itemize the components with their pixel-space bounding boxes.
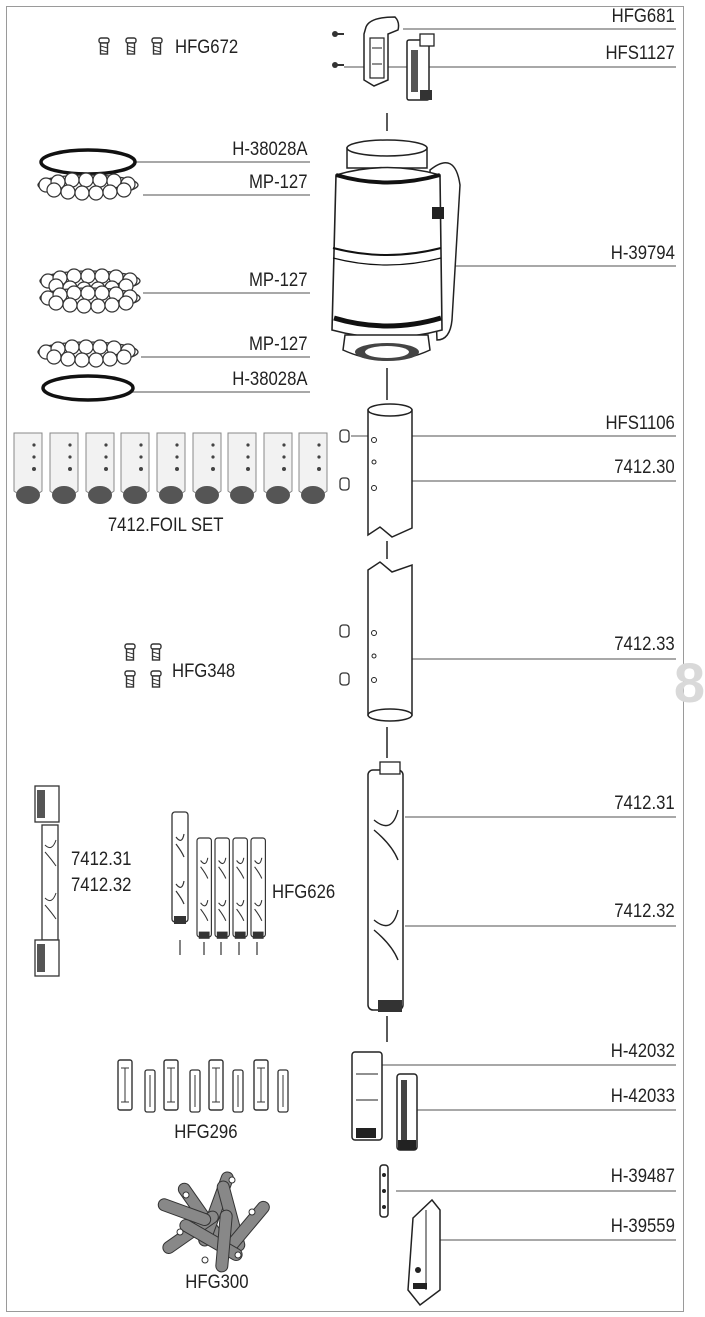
label-741231-left: 7412.31 [71,849,132,870]
h39487-part [379,1164,389,1218]
label-h38028a-bottom: H-38028A [232,369,308,390]
label-mp127-c: MP-127 [249,334,308,355]
tube-741231-741232 [367,761,404,1012]
label-741231-right: 7412.31 [614,793,675,814]
label-741232-right: 7412.32 [614,901,675,922]
h39559-part [407,1198,441,1307]
hfg300-cluster [157,1171,270,1273]
label-hfg296: HFG296 [174,1122,238,1143]
left-stack [34,785,60,977]
page-number: 8 [673,651,705,714]
o-ring-top [39,148,137,176]
label-hfg672: HFG672 [175,37,239,58]
label-hfg348: HFG348 [172,661,236,682]
label-741230: 7412.30 [614,457,675,478]
label-741233: 7412.33 [614,634,675,655]
diagram-frame [6,6,684,1312]
h39794-body [331,139,461,361]
label-h38028a-top: H-38028A [232,139,308,160]
label-hfs1127: HFS1127 [605,43,675,64]
label-hfg626: HFG626 [272,882,336,903]
tube-741233 [367,561,413,722]
label-hfg300: HFG300 [185,1272,249,1293]
hfs1127-part [406,33,435,101]
o-ring-bottom [41,374,135,402]
label-h39559: H-39559 [610,1216,675,1237]
hfg681-part [363,16,400,87]
h42032-part [351,1051,383,1141]
tube-741230 [367,403,413,538]
label-foil-set: 7412.FOIL SET [107,515,224,536]
label-mp127-a: MP-127 [249,172,308,193]
label-h39487: H-39487 [610,1166,675,1187]
label-741232-left: 7412.32 [71,875,132,896]
label-hfg681: HFG681 [611,6,675,27]
label-h42032: H-42032 [610,1041,675,1062]
label-h42033: H-42033 [610,1086,675,1107]
label-mp127-b: MP-127 [249,270,308,291]
label-h39794: H-39794 [610,243,675,264]
h42033-part [396,1073,418,1151]
label-hfs1106: HFS1106 [605,413,675,434]
